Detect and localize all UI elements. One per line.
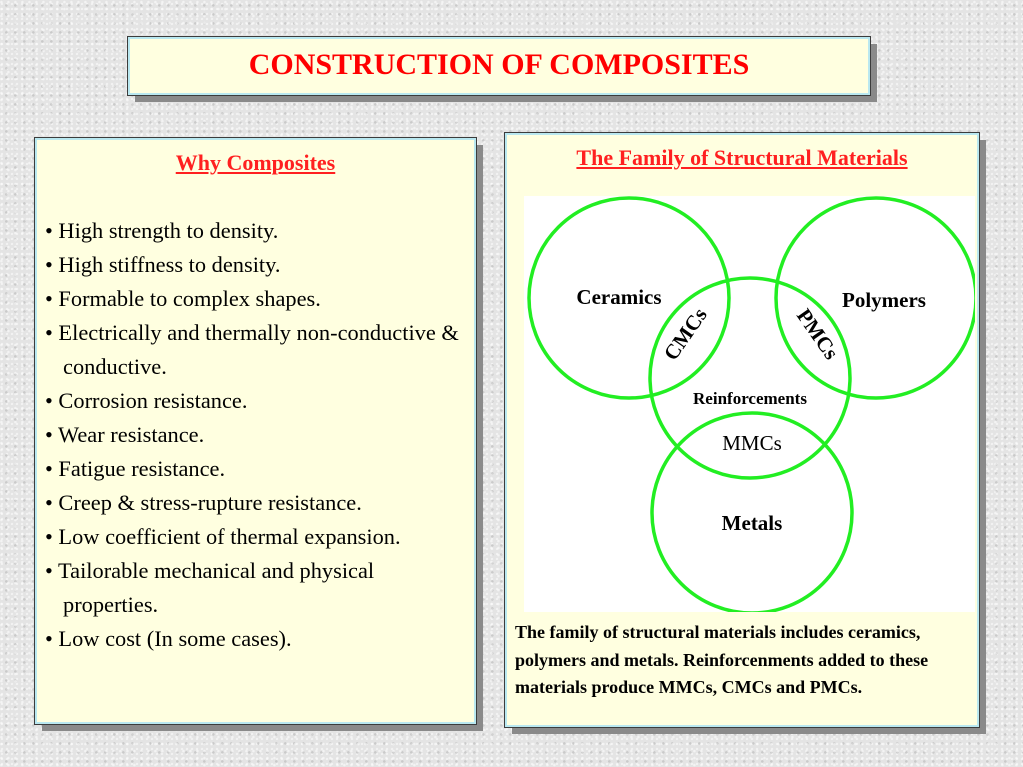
mmcs-label: MMCs <box>722 431 782 455</box>
reinforcements-label: Reinforcements <box>693 389 807 408</box>
list-item: • Fatigue resistance. <box>45 456 226 481</box>
list-item: • Electrically and thermally non-conduct… <box>45 320 459 379</box>
metals-label: Metals <box>722 511 783 535</box>
page-title: CONSTRUCTION OF COMPOSITES <box>248 48 750 81</box>
ceramics-label: Ceramics <box>576 285 661 309</box>
list-item: • Creep & stress-rupture resistance. <box>45 490 362 515</box>
why-composites-panel: Why Composites • High strength to densit… <box>35 138 476 724</box>
structural-materials-heading: The Family of Structural Materials <box>576 145 908 170</box>
ceramics-circle <box>527 196 731 400</box>
structural-materials-panel: The Family of Structural Materials Ceram… <box>505 133 979 727</box>
cmcs-label: CMCs <box>659 303 712 365</box>
list-item: • Low cost (In some cases). <box>45 626 292 651</box>
list-item: • Wear resistance. <box>45 422 205 447</box>
list-item: • Low coefficient of thermal expansion. <box>45 524 401 549</box>
venn-svg: Ceramics Polymers CMCs PMCs Reinforcemen… <box>527 196 975 612</box>
polymers-label: Polymers <box>842 288 926 312</box>
benefit-list: • High strength to density. • High stiff… <box>45 214 470 656</box>
diagram-caption: The family of structural materials inclu… <box>515 622 929 697</box>
polymers-circle <box>774 196 975 400</box>
list-item: • Tailorable mechanical and physical pro… <box>45 558 375 617</box>
why-composites-heading: Why Composites <box>175 150 336 175</box>
list-item: • Formable to complex shapes. <box>45 286 321 311</box>
pmcs-label: PMCs <box>792 304 844 364</box>
title-box: CONSTRUCTION OF COMPOSITES <box>128 37 870 95</box>
venn-diagram: Ceramics Polymers CMCs PMCs Reinforcemen… <box>524 196 975 612</box>
reinforcements-circle <box>648 276 852 480</box>
list-item: • Corrosion resistance. <box>45 388 248 413</box>
list-item: • High strength to density. <box>45 218 279 243</box>
list-item: • High stiffness to density. <box>45 252 281 277</box>
metals-circle <box>650 411 854 612</box>
